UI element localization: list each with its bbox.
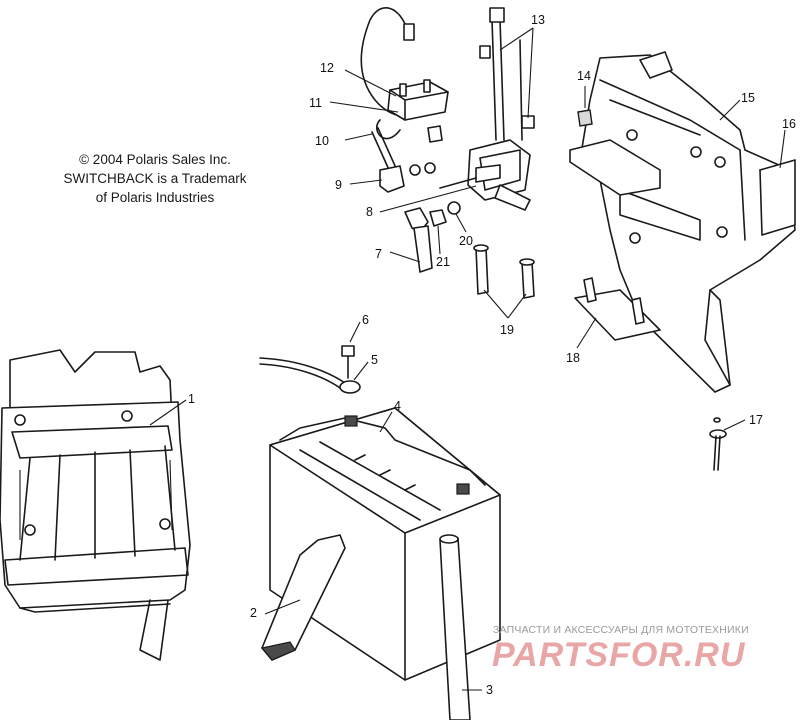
callout-14: 14 xyxy=(577,69,591,83)
callout-7: 7 xyxy=(375,247,382,261)
callout-1: 1 xyxy=(188,392,195,406)
callout-15: 15 xyxy=(741,91,755,105)
callout-12: 12 xyxy=(320,61,334,75)
callout-5: 5 xyxy=(371,353,378,367)
leader-lines xyxy=(149,27,786,691)
terminal-lead xyxy=(371,125,443,193)
callout-21: 21 xyxy=(436,255,450,269)
battery-strap xyxy=(260,534,346,661)
nut-14 xyxy=(577,109,593,127)
callout-13: 13 xyxy=(531,13,545,27)
bracket-plate xyxy=(574,277,661,341)
battery xyxy=(269,407,501,681)
callout-2: 2 xyxy=(250,606,257,620)
mounting-bracket xyxy=(569,51,796,393)
callout-4: 4 xyxy=(394,399,401,413)
callout-20: 20 xyxy=(459,234,473,248)
vent-tube xyxy=(439,534,471,720)
starter-solenoid xyxy=(439,7,535,211)
relay xyxy=(387,79,449,121)
callout-9: 9 xyxy=(335,178,342,192)
callout-18: 18 xyxy=(566,351,580,365)
callout-labels: 1 2 3 4 5 6 7 8 9 10 11 12 13 14 15 16 1… xyxy=(188,13,796,697)
battery-tray xyxy=(0,349,191,661)
callout-8: 8 xyxy=(366,205,373,219)
callout-3: 3 xyxy=(486,683,493,697)
callout-6: 6 xyxy=(362,313,369,327)
bolts xyxy=(473,244,535,299)
callout-16: 16 xyxy=(782,117,796,131)
rivet xyxy=(709,417,727,471)
callout-19: 19 xyxy=(500,323,514,337)
callout-11: 11 xyxy=(309,96,322,110)
copyright-line: © 2004 Polaris Sales Inc. xyxy=(79,152,231,167)
watermark-caption: ЗАПЧАСТИ И АКСЕССУАРЫ ДЛЯ МОТОТЕХНИКИ xyxy=(493,624,749,636)
trademark-line: SWITCHBACK is a Trademark xyxy=(63,171,247,186)
boot-and-nuts xyxy=(404,201,461,273)
callout-17: 17 xyxy=(749,413,763,427)
copyright-notice: © 2004 Polaris Sales Inc. SWITCHBACK is … xyxy=(30,150,280,207)
battery-cable xyxy=(259,345,361,394)
callout-10: 10 xyxy=(315,134,329,148)
trademark-owner-line: of Polaris Industries xyxy=(95,190,215,205)
watermark-logo: PARTSFOR.RU xyxy=(492,636,746,674)
